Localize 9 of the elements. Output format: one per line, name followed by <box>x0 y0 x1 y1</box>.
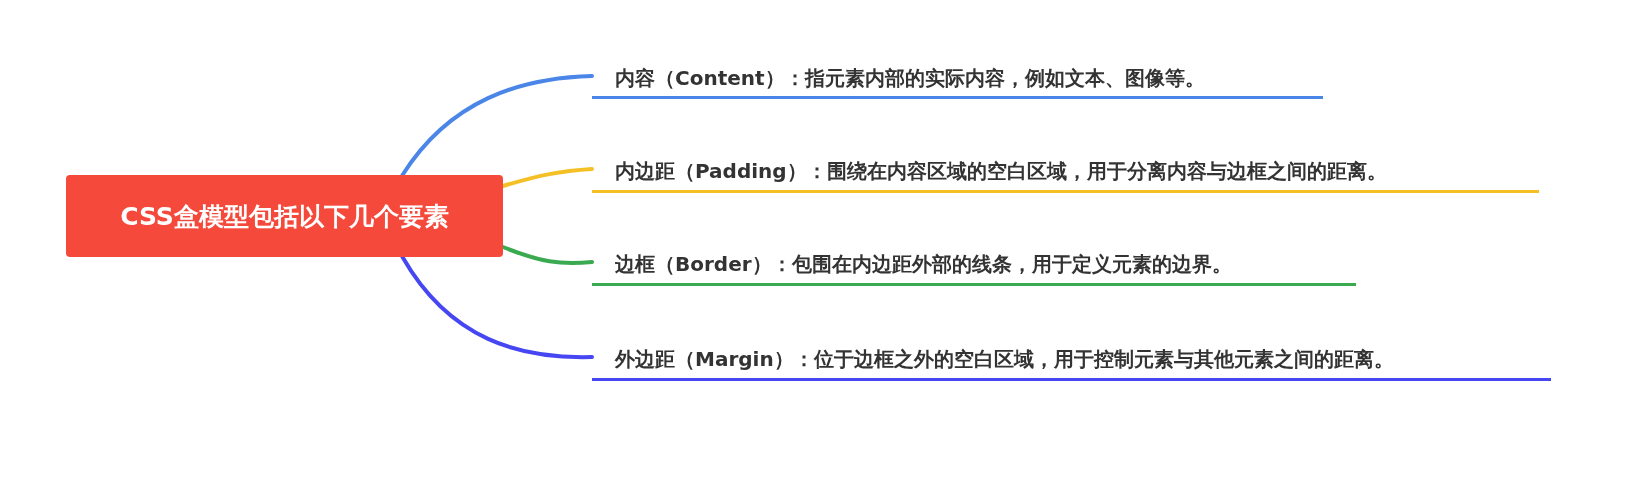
branch-curve <box>400 74 594 177</box>
branch-curve <box>501 245 594 266</box>
branch-curve <box>501 167 594 188</box>
branch-curve <box>400 255 594 360</box>
central-topic: CSS盒模型包括以下几个要素 <box>66 175 503 257</box>
branch-topic: 边框（Border）：包围在内边距外部的线条，用于定义元素的边界。 <box>592 248 1356 286</box>
branch-topic: 内边距（Padding）：围绕在内容区域的空白区域，用于分离内容与边框之间的距离。 <box>592 155 1539 193</box>
branch-topic: 外边距（Margin）：位于边框之外的空白区域，用于控制元素与其他元素之间的距离。 <box>592 343 1551 381</box>
branch-topic: 内容（Content）：指元素内部的实际内容，例如文本、图像等。 <box>592 62 1323 99</box>
